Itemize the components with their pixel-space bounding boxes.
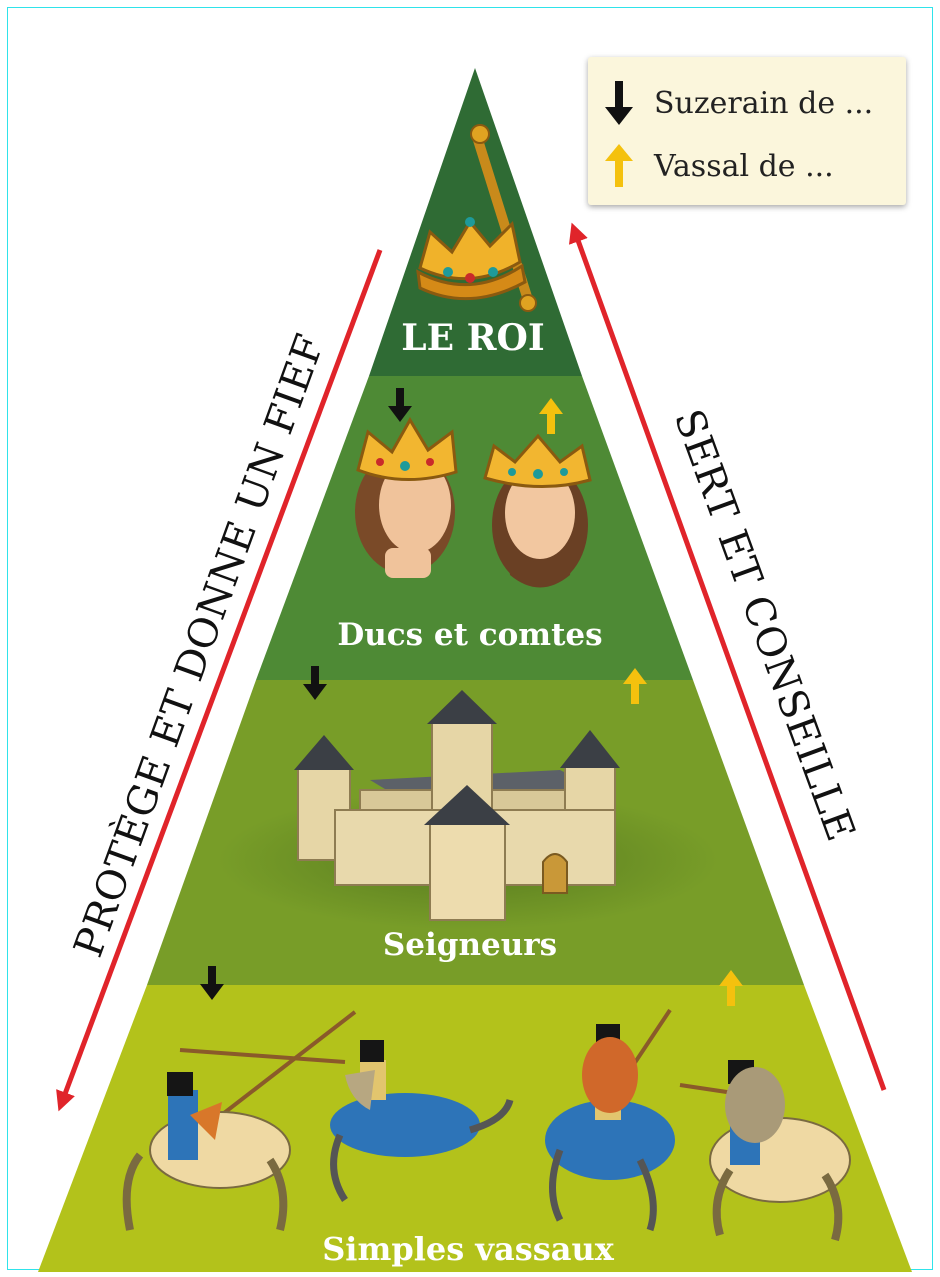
legend-row-vassal: Vassal de ...: [602, 143, 834, 189]
vassal-arrow-1-icon: [539, 398, 563, 434]
tier-label-vassaux: Simples vassaux: [322, 1230, 615, 1268]
tier-label-roi: LE ROI: [401, 317, 544, 359]
tier-label-ducs: Ducs et comtes: [337, 617, 602, 653]
suzerain-arrow-2-icon: [303, 666, 327, 700]
right-red-arrow: [568, 222, 887, 1091]
yellow-up-arrow-icon: [605, 144, 633, 187]
legend-row-suzerain: Suzerain de ...: [602, 79, 873, 127]
vassal-arrow-2-icon: [623, 668, 647, 704]
legend: Suzerain de ... Vassal de ...: [588, 57, 906, 205]
tier-label-seigneurs: Seigneurs: [383, 927, 557, 963]
king-crown-sceptre-icon: [416, 124, 537, 312]
legend-label-vassal: Vassal de ...: [654, 148, 834, 184]
jousting-knights-icon: [122, 1008, 851, 1242]
suzerain-arrow-3-icon: [200, 966, 224, 1000]
left-red-arrow: [56, 249, 383, 1112]
duke-heads-icon: [355, 417, 592, 588]
legend-label-suzerain: Suzerain de ...: [654, 85, 874, 121]
black-down-arrow-icon: [605, 81, 633, 125]
vassal-arrow-3-icon: [719, 970, 743, 1006]
castle-icon: [218, 690, 718, 930]
suzerain-arrow-1-icon: [388, 388, 412, 422]
